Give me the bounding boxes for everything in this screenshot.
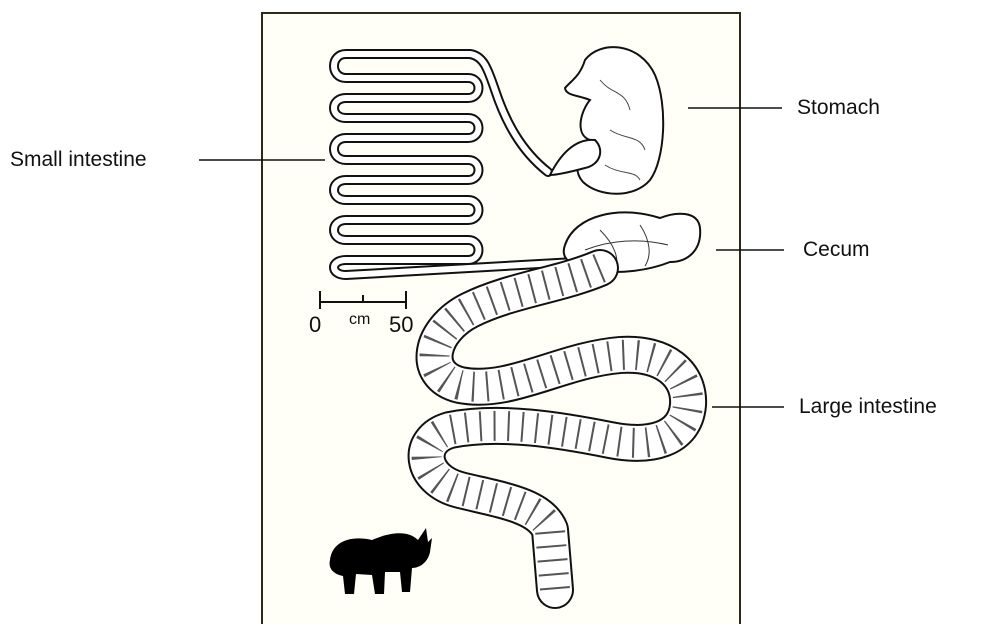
label-stomach: Stomach xyxy=(797,96,880,120)
label-large-intestine: Large intestine xyxy=(799,395,937,419)
scale-label-start: 0 xyxy=(309,312,321,338)
scale-label-end: 50 xyxy=(389,312,413,338)
scale-label-unit: cm xyxy=(349,311,370,329)
label-cecum: Cecum xyxy=(803,238,870,262)
label-small-intestine: Small intestine xyxy=(10,148,147,172)
